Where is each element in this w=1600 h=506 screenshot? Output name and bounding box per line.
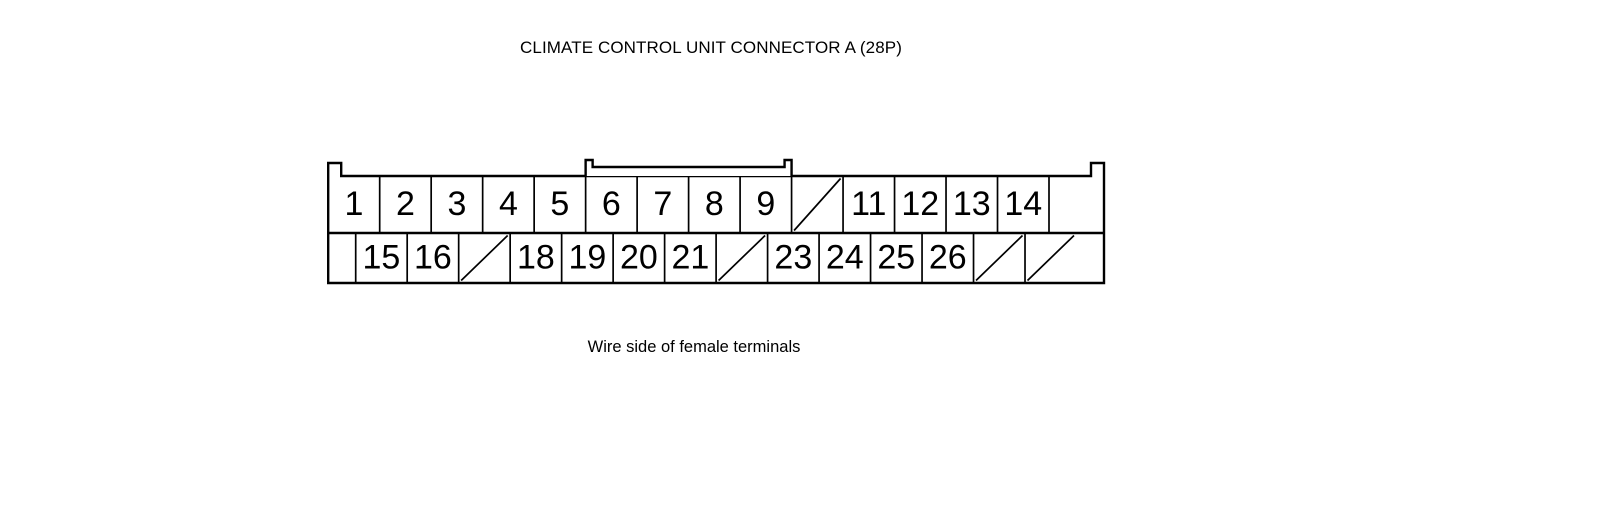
pin-number-12: 12 bbox=[901, 185, 939, 223]
connector-row-bottom: 15 16 18 19 20 21 23 24 25 26 bbox=[354, 233, 1075, 283]
pin-number-11: 11 bbox=[851, 185, 886, 223]
pin-number-23: 23 bbox=[774, 238, 812, 276]
pin-number-26: 26 bbox=[929, 238, 967, 276]
unused-cavity-slash bbox=[793, 177, 842, 232]
pin-number-3: 3 bbox=[447, 185, 466, 223]
pin-number-13: 13 bbox=[953, 185, 991, 223]
pin-number-9: 9 bbox=[756, 185, 775, 223]
pin-number-16: 16 bbox=[414, 238, 452, 276]
pin-number-14: 14 bbox=[1004, 185, 1042, 223]
pin-number-7: 7 bbox=[653, 185, 672, 223]
pin-number-19: 19 bbox=[568, 238, 606, 276]
pin-number-21: 21 bbox=[671, 238, 709, 276]
pin-number-15: 15 bbox=[363, 238, 401, 276]
unused-cavity-slash bbox=[1026, 234, 1075, 282]
diagram-caption: Wire side of female terminals bbox=[587, 338, 801, 356]
pin-number-6: 6 bbox=[602, 185, 621, 223]
pin-number-20: 20 bbox=[620, 238, 658, 276]
unused-cavity-slash bbox=[460, 234, 509, 282]
pin-number-18: 18 bbox=[517, 238, 555, 276]
pin-number-8: 8 bbox=[705, 185, 724, 223]
unused-cavity-slash bbox=[718, 234, 766, 282]
pin-number-1: 1 bbox=[344, 185, 363, 223]
diagram-title: CLIMATE CONTROL UNIT CONNECTOR A (28P) bbox=[520, 38, 902, 57]
pin-number-5: 5 bbox=[550, 185, 569, 223]
unused-cavity-slash bbox=[975, 234, 1024, 282]
pin-number-25: 25 bbox=[877, 238, 915, 276]
pin-number-24: 24 bbox=[826, 238, 864, 276]
pin-number-4: 4 bbox=[499, 185, 518, 223]
pin-number-2: 2 bbox=[396, 185, 415, 223]
